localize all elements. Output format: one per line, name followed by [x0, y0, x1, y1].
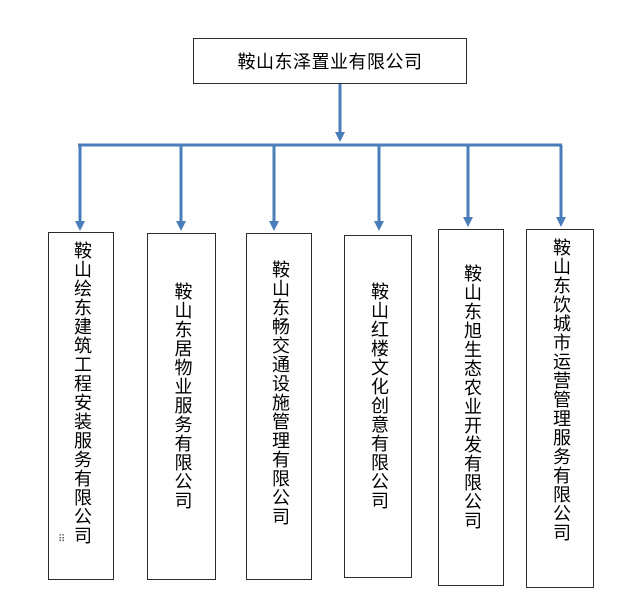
child-node-3-label: 鞍山东畅交通设施管理有限公司 [269, 260, 290, 526]
child-node-5[interactable]: 鞍山东旭生态农业开发有限公司 [438, 229, 504, 586]
child-node-2-label: 鞍山东居物业服务有限公司 [171, 282, 193, 510]
root-node-label: 鞍山东泽置业有限公司 [237, 52, 423, 73]
child-node-5-label: 鞍山东旭生态农业开发有限公司 [461, 264, 482, 530]
child-node-6[interactable]: 鞍山东饮城市运营管理服务有限公司 [526, 229, 594, 588]
child-node-6-label: 鞍山东饮城市运营管理服务有限公司 [550, 238, 571, 542]
child-node-4[interactable]: 鞍山红楼文化创意有限公司 [344, 235, 412, 578]
drag-handle-icon[interactable]: ⠿ [58, 534, 66, 545]
child-node-4-label: 鞍山红楼文化创意有限公司 [368, 282, 389, 510]
child-node-1[interactable]: 鞍山绘东建筑工程安装服务有限公司 [48, 232, 114, 580]
child-node-1-label: 鞍山绘东建筑工程安装服务有限公司 [71, 241, 92, 545]
child-node-3[interactable]: 鞍山东畅交通设施管理有限公司 [246, 233, 312, 580]
child-node-2[interactable]: 鞍山东居物业服务有限公司 [147, 233, 216, 580]
root-node[interactable]: 鞍山东泽置业有限公司 [193, 38, 467, 84]
